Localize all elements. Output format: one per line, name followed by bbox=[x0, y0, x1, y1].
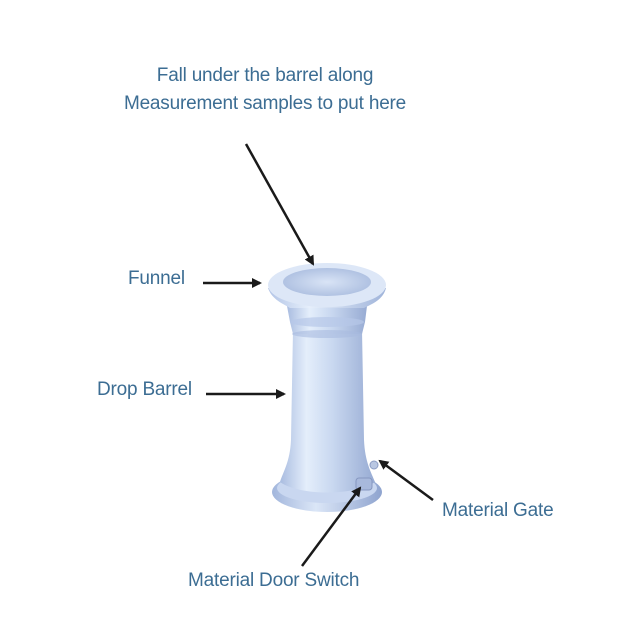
material-gate-knob bbox=[369, 460, 379, 470]
drop-barrel-label: Drop Barrel bbox=[97, 379, 192, 400]
arrow-material-door-switch bbox=[300, 486, 362, 567]
top-annotation: Fall under the barrel along Measurement … bbox=[0, 62, 530, 118]
top-annotation-line-1: Fall under the barrel along bbox=[156, 65, 374, 86]
arrow-material-gate bbox=[378, 459, 434, 502]
top-annotation-line-2: Measurement samples to put here bbox=[123, 93, 407, 114]
material-door-switch-label: Material Door Switch bbox=[188, 570, 360, 591]
barrel-body bbox=[280, 330, 375, 493]
funnel-label: Funnel bbox=[128, 268, 185, 289]
material-gate-label: Material Gate bbox=[442, 500, 554, 521]
funnel-opening bbox=[283, 268, 371, 296]
arrow-top-label bbox=[244, 143, 315, 266]
